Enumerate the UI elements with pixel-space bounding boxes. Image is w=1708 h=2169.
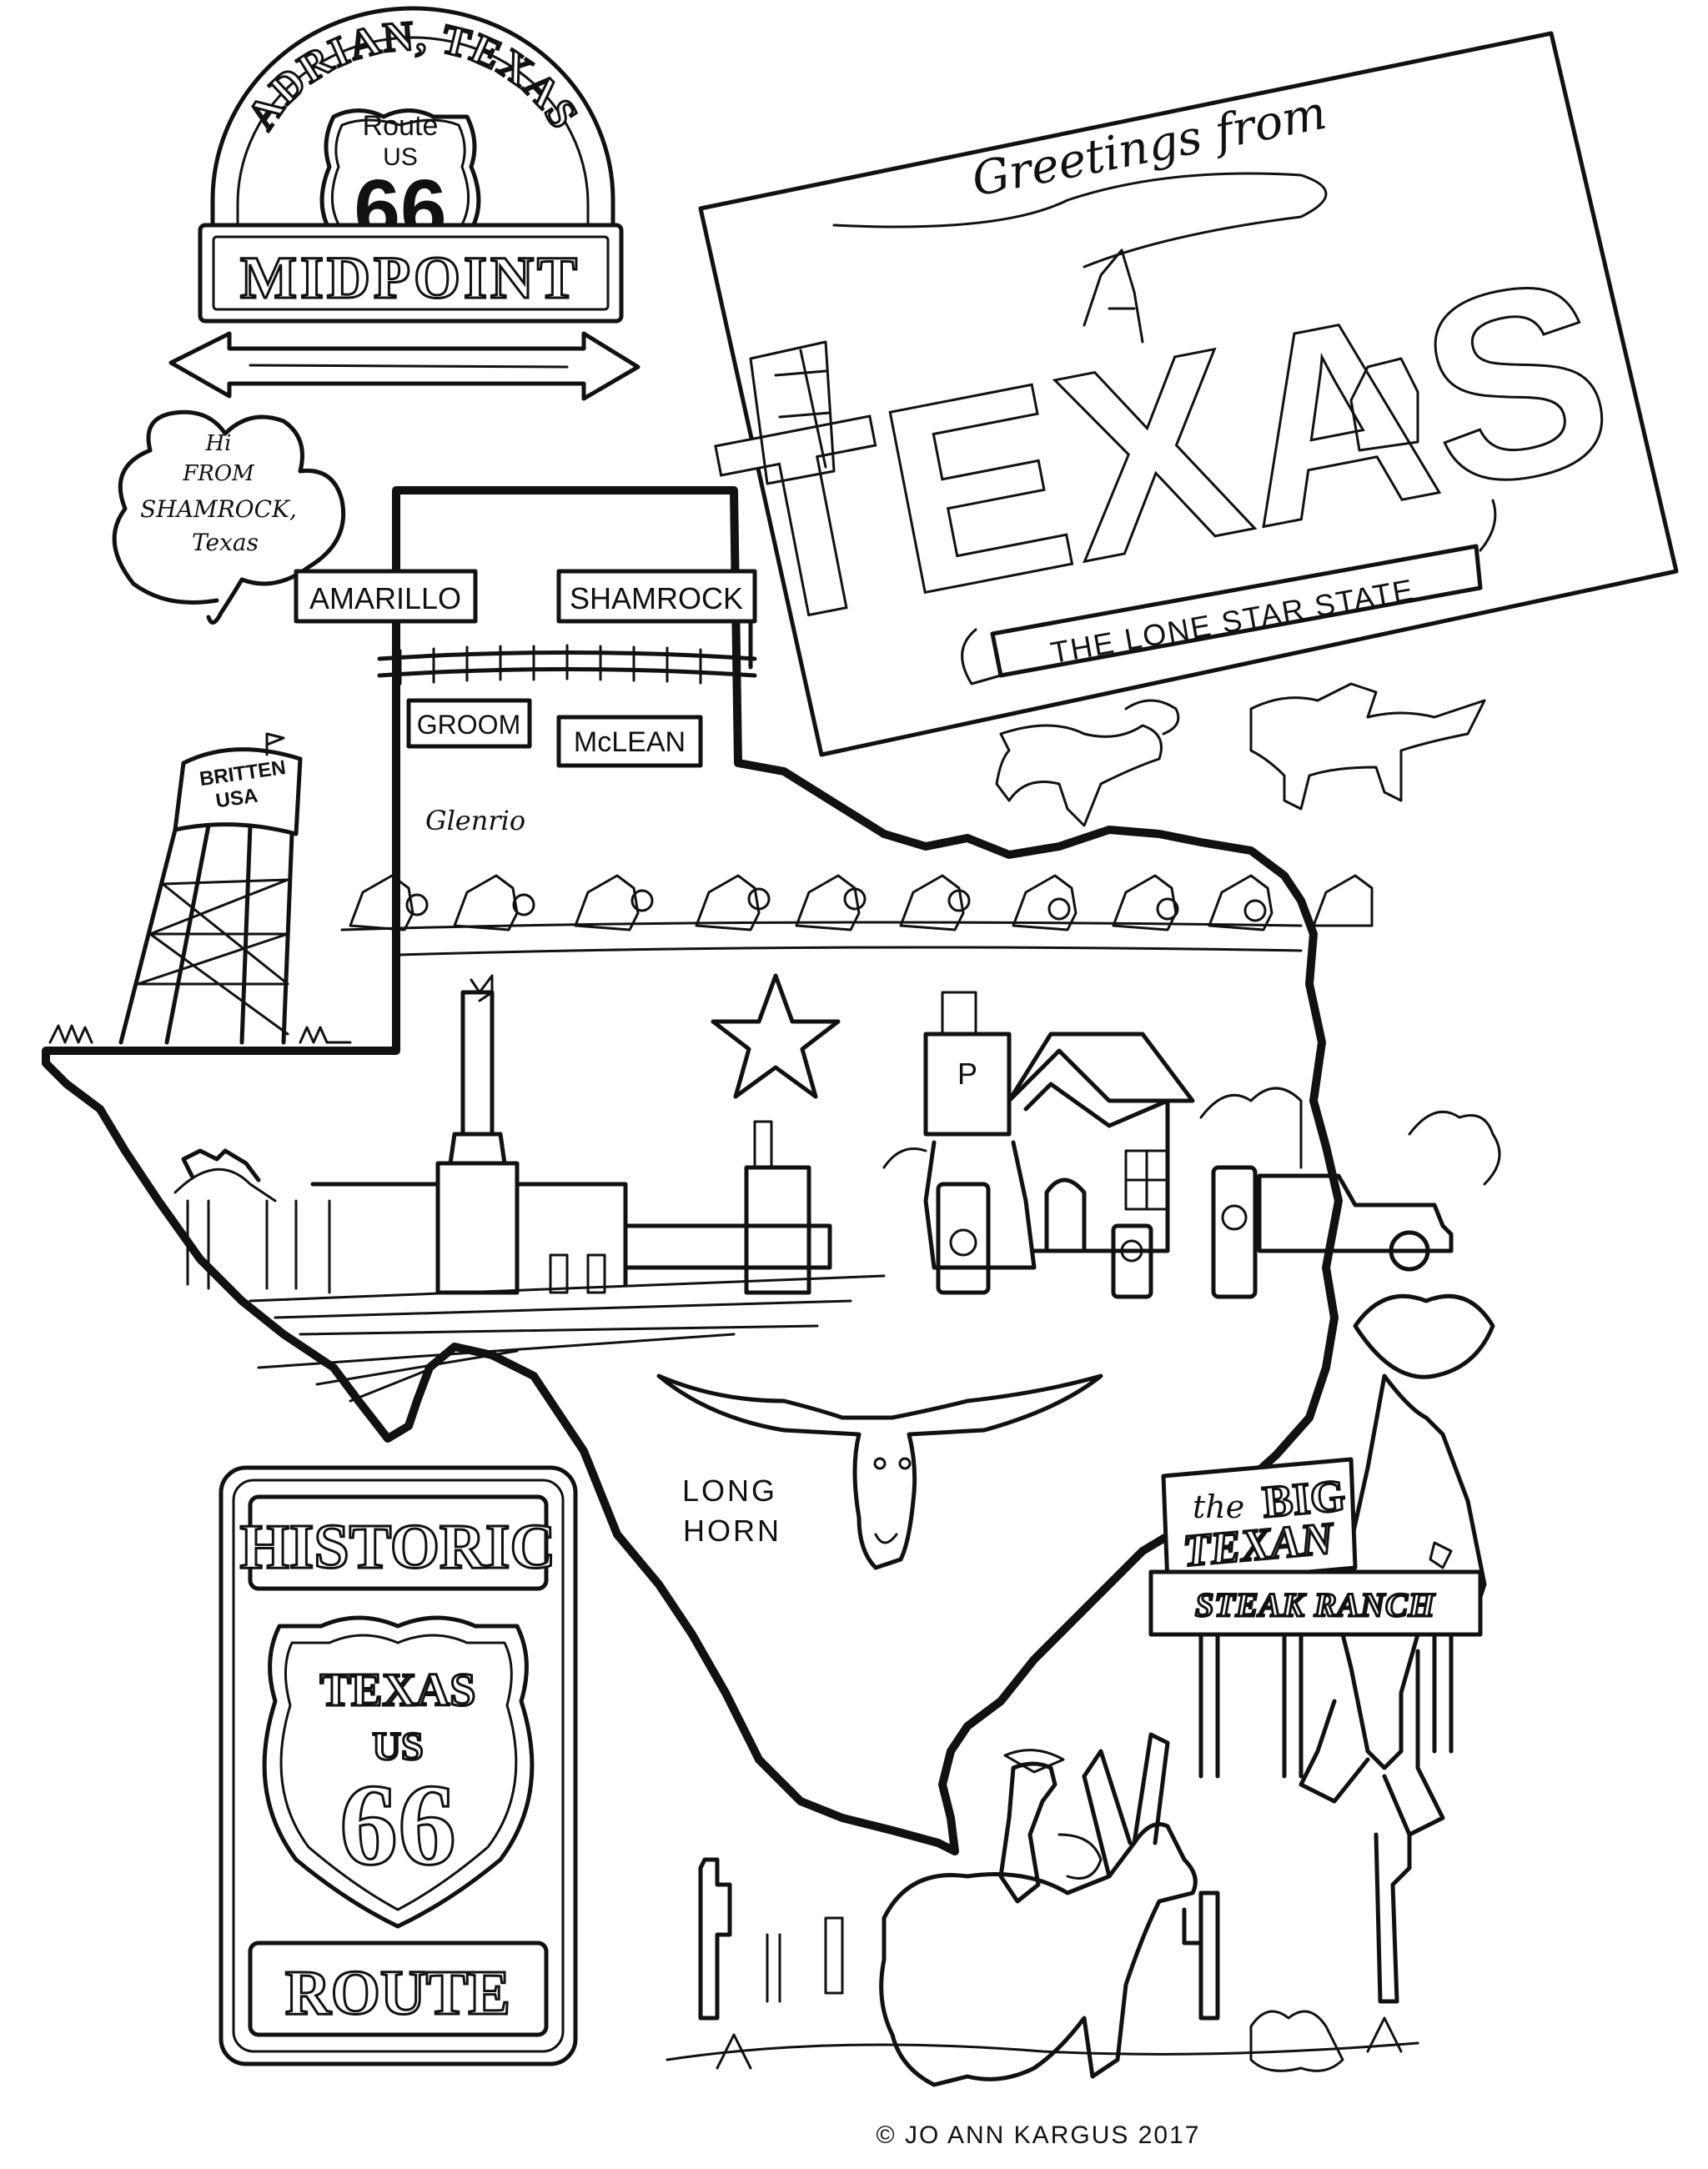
gas-station-pump-letter: P (957, 1057, 977, 1091)
amarillo-sign (294, 569, 478, 624)
historic-shield-us: US (372, 1725, 423, 1769)
running-horses-icon (995, 682, 1486, 827)
lone-star-icon (711, 973, 841, 1099)
historic-shield-number: 66 (339, 1760, 456, 1890)
greetings-postcard: Greetings from TEXAS THE LONE STAR STATE (698, 31, 1679, 757)
shamrock-note-line3: SHAMROCK, (140, 495, 297, 523)
amarillo-sign-label: AMARILLO (309, 581, 461, 615)
town-signs: AMARILLO SHAMROCK GROOM McLEAN Glenrio (294, 569, 757, 836)
mclean-sign (556, 715, 703, 768)
big-texan-big: BIG (1260, 1470, 1347, 1527)
texas-map-outline (42, 486, 1343, 1855)
historic-route-sign: HISTORIC TEXAS US 66 ROUTE (219, 1465, 578, 2066)
groom-sign-label: GROOM (417, 710, 520, 740)
water-tower-line2: USA (214, 785, 259, 813)
historic-sign-bottom: ROUTE (285, 1958, 510, 2028)
cadillac-ranch-row (340, 874, 1374, 956)
adrian-midpoint-sign: ADRIAN, TEXAS Route US 66 MIDPOINT (168, 6, 640, 401)
mclean-sign-label: McLEAN (574, 726, 686, 758)
longhorn-label-line1: LONG (682, 1474, 777, 1508)
double-arrow-icon (168, 331, 640, 401)
shamrock-note-line2: FROM (182, 461, 255, 486)
historic-sign-top: HISTORIC (240, 1512, 556, 1582)
shamrock-note: Hi FROM SHAMROCK, Texas (112, 409, 346, 625)
shamrock-sign (556, 569, 757, 624)
artist-credit: © JO ANN KARGUS 2017 (877, 2121, 1201, 2149)
gas-station: P (882, 991, 1501, 1299)
midpoint-shield-us: US (383, 143, 418, 171)
midpoint-shield-route: Route (363, 110, 439, 142)
britten-water-tower: BRITTEN USA (48, 732, 352, 1045)
u-drop-inn-building (173, 974, 886, 1403)
texas-66-shield-icon (262, 1615, 535, 1929)
longhorn-label-line2: HORN (683, 1514, 781, 1548)
glenrio-label: Glenrio (425, 805, 525, 836)
historic-shield-state: TEXAS (320, 1664, 476, 1716)
shamrock-note-line4: Texas (192, 529, 259, 556)
shamrock-sign-label: SHAMROCK (570, 581, 743, 615)
longhorn-skull-icon (656, 1373, 1103, 1570)
midpoint-banner-text: MIDPOINT (240, 244, 580, 311)
big-texan-sign: the BIG TEXAN STEAK RANCH (1148, 1293, 1495, 1837)
big-texan-the: the (1193, 1489, 1244, 1525)
big-texan-steak-ranch: STEAK RANCH (1195, 1586, 1436, 1624)
jackrabbit-rider-desert (666, 1732, 1419, 2087)
shamrock-note-line1: Hi (205, 431, 232, 456)
groom-sign (406, 698, 532, 749)
midpoint-banner (198, 223, 624, 324)
railroad-track (377, 644, 757, 686)
